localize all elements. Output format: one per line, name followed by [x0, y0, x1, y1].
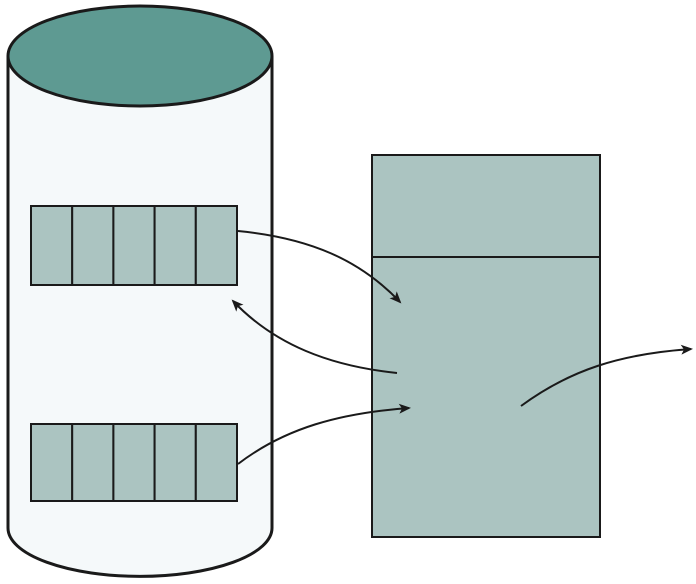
upper-block-cell [30, 205, 74, 286]
upper-block-cell [112, 205, 156, 286]
cylinder-top [6, 4, 274, 108]
upper-block-cell [194, 205, 239, 286]
memory-box-bottom-section [371, 256, 601, 538]
arrow-memory-to-outside [520, 344, 693, 407]
lower-block [30, 423, 239, 502]
memory-box-top-section [371, 154, 601, 258]
lower-block-cell [71, 423, 115, 502]
arrows [231, 230, 693, 465]
memory-box [371, 154, 601, 538]
upper-block-cell [153, 205, 197, 286]
lower-block-cell [112, 423, 156, 502]
lower-block-cell [194, 423, 239, 502]
arrow-memory-to-upper-block [231, 299, 398, 374]
arrow-upper-block-to-memory [237, 230, 402, 304]
lower-block-cell [30, 423, 74, 502]
arrow-lower-block-to-memory [237, 403, 411, 465]
upper-block-cell [71, 205, 115, 286]
upper-block [30, 205, 239, 286]
lower-block-cell [153, 423, 197, 502]
